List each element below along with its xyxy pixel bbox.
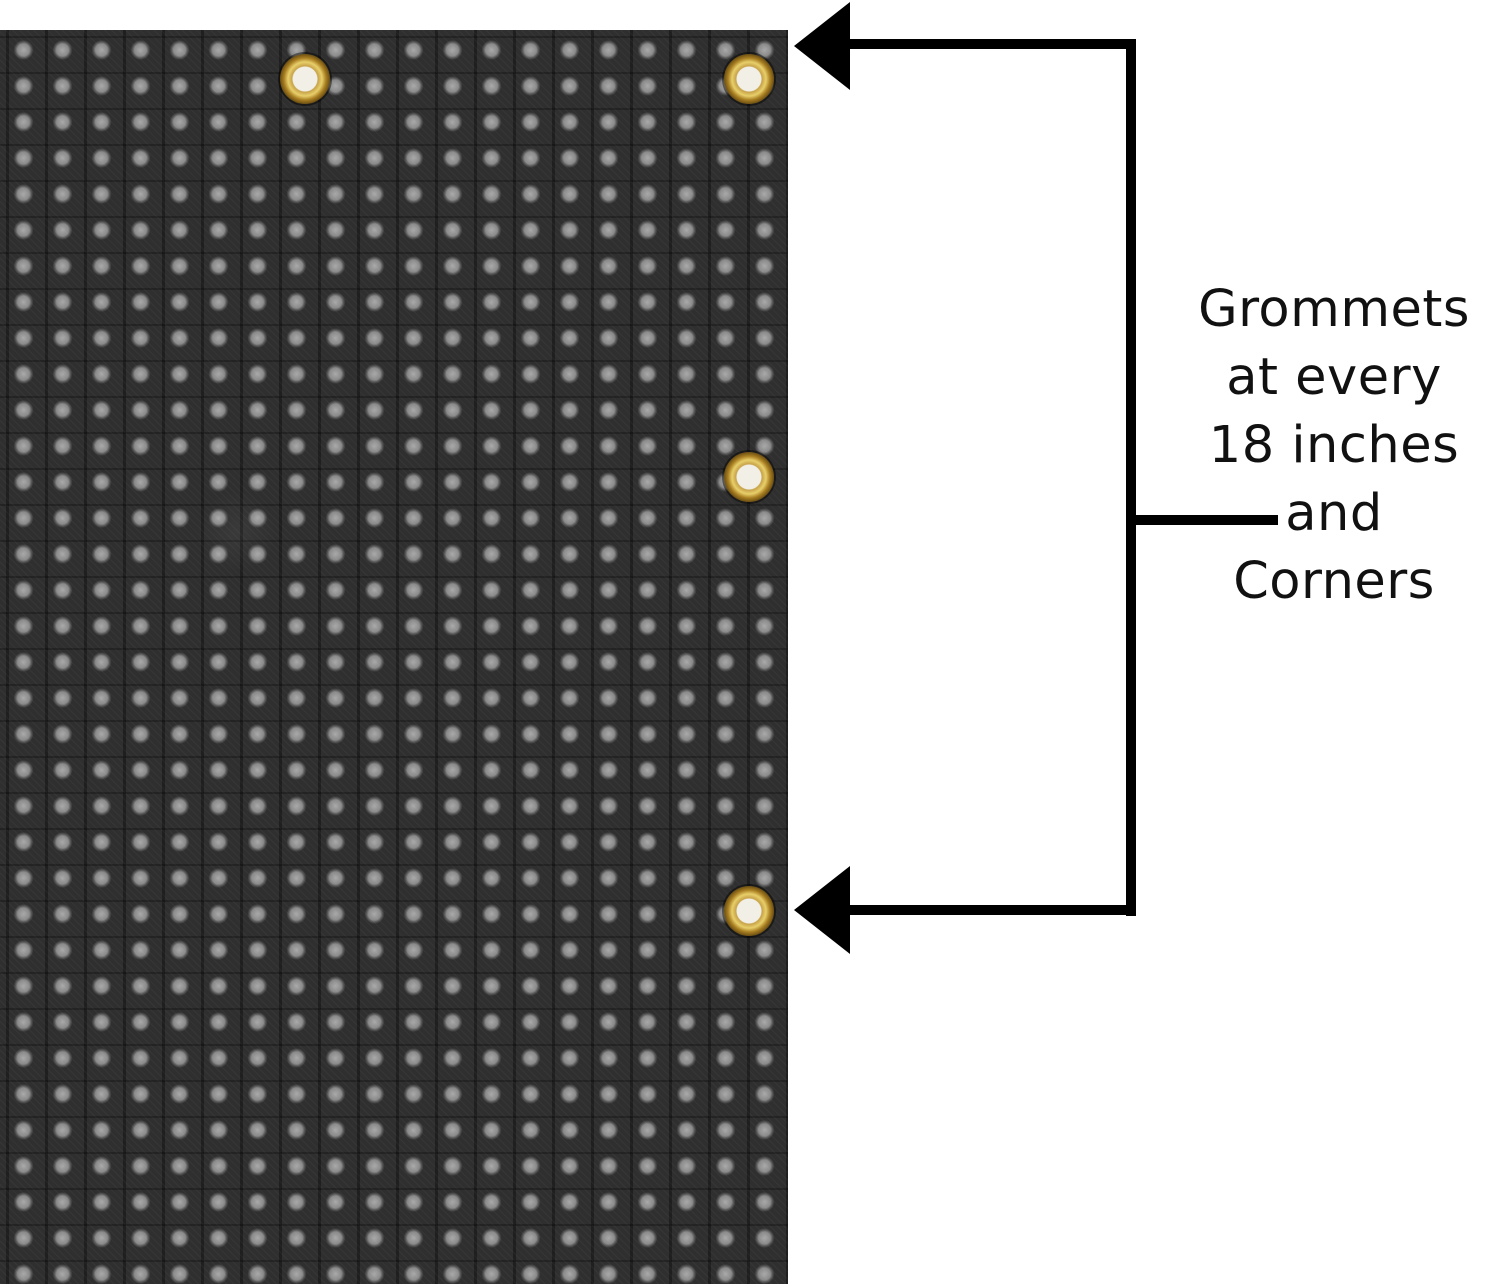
grommet-top-corner [724, 54, 774, 104]
grommet-top-left [280, 54, 330, 104]
caption-line-5: Corners [1233, 552, 1435, 611]
grommet-side-middle [724, 452, 774, 502]
caption-line-2: at every [1226, 348, 1442, 407]
grommets-caption: Grommets at every 18 inches and Corners [1168, 276, 1500, 616]
mesh-fabric-panel [0, 30, 788, 1284]
grommet-side-lower [724, 886, 774, 936]
arrowhead-bottom-icon [794, 866, 850, 954]
caption-line-4: and [1285, 484, 1383, 543]
caption-line-1: Grommets [1198, 280, 1470, 339]
arrowhead-top-icon [794, 2, 850, 90]
caption-line-3: 18 inches [1208, 416, 1460, 475]
